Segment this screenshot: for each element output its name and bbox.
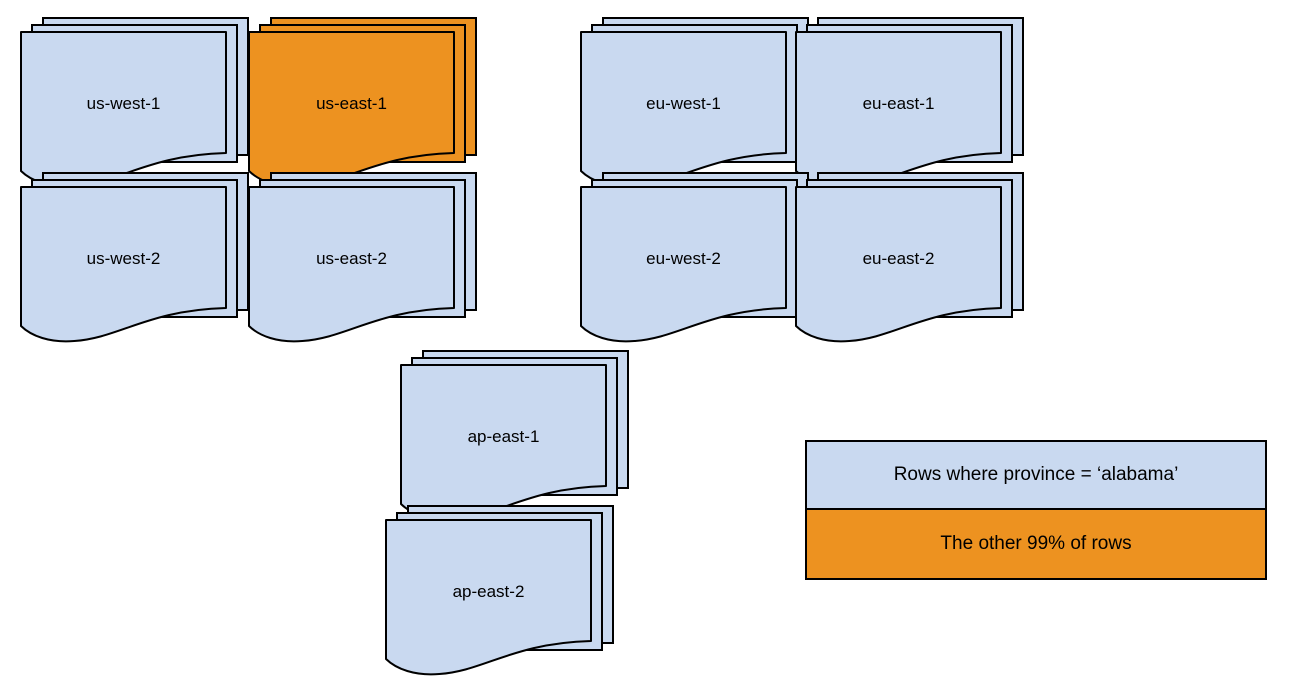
region-stack-eu-east-2[interactable]: eu-east-2 — [795, 172, 1028, 347]
region-stack-us-east-2[interactable]: us-east-2 — [248, 172, 481, 347]
stack-graphic-eu-east-1 — [795, 17, 1024, 188]
stack-sheet-front — [795, 31, 1002, 188]
legend-row-legend-normal: Rows where province = ‘alabama’ — [807, 442, 1265, 510]
region-stack-ap-east-1[interactable]: ap-east-1 — [400, 350, 633, 525]
stack-graphic-us-east-2 — [248, 172, 477, 343]
stack-graphic-eu-west-2 — [580, 172, 809, 343]
stack-graphic-eu-west-1 — [580, 17, 809, 188]
legend-label-legend-highlight: The other 99% of rows — [940, 533, 1132, 554]
region-stack-ap-east-2[interactable]: ap-east-2 — [385, 505, 618, 680]
stack-sheet-front — [400, 364, 607, 521]
region-stack-us-west-2[interactable]: us-west-2 — [20, 172, 253, 347]
stack-sheet-front — [248, 31, 455, 188]
stack-sheet-front — [580, 186, 787, 343]
stack-sheet-front — [795, 186, 1002, 343]
stack-graphic-ap-east-1 — [400, 350, 629, 521]
region-stack-us-west-1[interactable]: us-west-1 — [20, 17, 253, 192]
legend: Rows where province = ‘alabama’ The other… — [805, 440, 1267, 580]
stack-sheet-front — [385, 519, 592, 676]
stack-sheet-front — [248, 186, 455, 343]
region-stack-us-east-1[interactable]: us-east-1 — [248, 17, 481, 192]
region-stack-eu-west-1[interactable]: eu-west-1 — [580, 17, 813, 192]
stack-sheet-front — [20, 186, 227, 343]
stack-sheet-front — [20, 31, 227, 188]
stack-graphic-us-west-1 — [20, 17, 249, 188]
region-stack-eu-west-2[interactable]: eu-west-2 — [580, 172, 813, 347]
stack-graphic-us-east-1 — [248, 17, 477, 188]
stack-graphic-us-west-2 — [20, 172, 249, 343]
stack-graphic-ap-east-2 — [385, 505, 614, 676]
stack-graphic-eu-east-2 — [795, 172, 1024, 343]
region-stack-eu-east-1[interactable]: eu-east-1 — [795, 17, 1028, 192]
legend-row-legend-highlight: The other 99% of rows — [807, 510, 1265, 578]
stack-sheet-front — [580, 31, 787, 188]
legend-label-legend-normal: Rows where province = ‘alabama’ — [893, 464, 1179, 485]
